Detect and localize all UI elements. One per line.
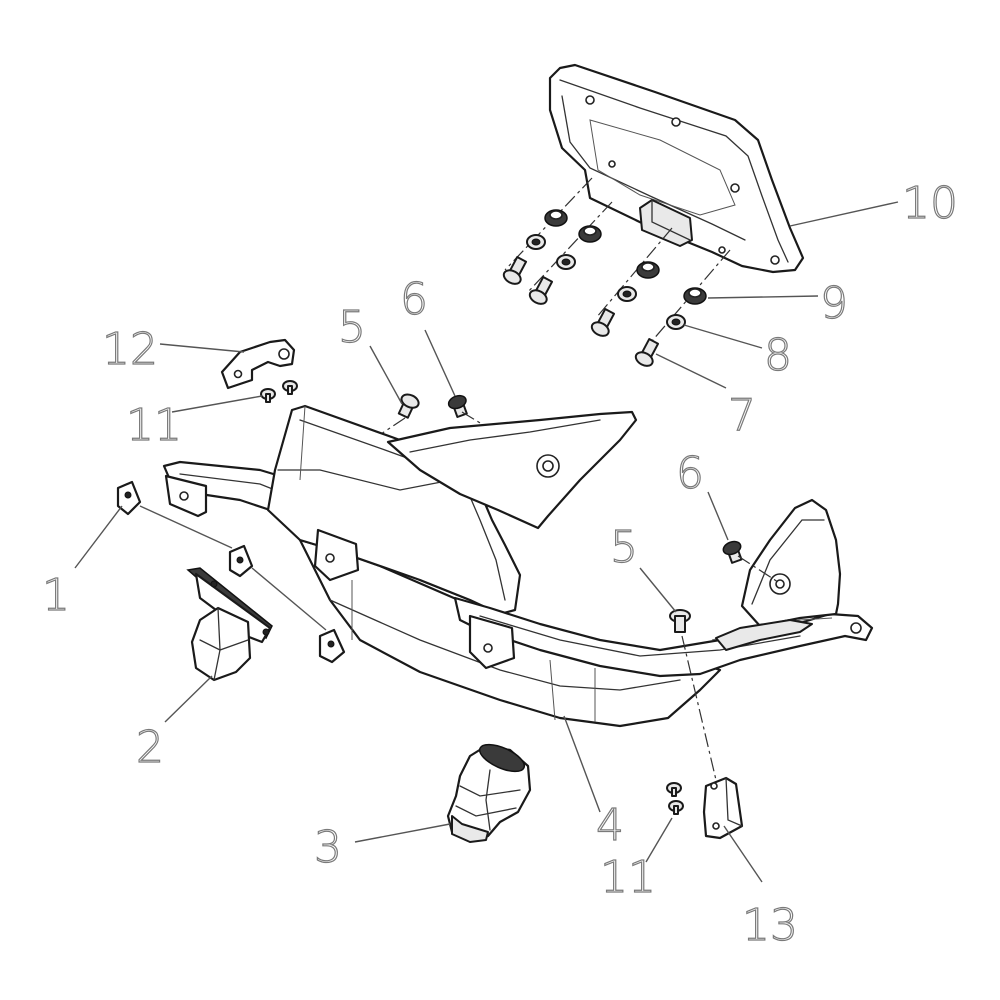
part-4-main-frame	[162, 404, 874, 728]
grommet	[683, 287, 707, 305]
callout-6-upper: 6	[400, 274, 428, 325]
grommet	[544, 209, 568, 227]
leader-lines	[74, 201, 899, 883]
part-1-clip-nuts	[116, 480, 346, 664]
part-9-grommets	[544, 209, 707, 305]
callout-8: 8	[764, 330, 792, 381]
callout-5-upper: 5	[338, 302, 366, 353]
part-12-bracket	[220, 338, 296, 390]
callout-11-lower: 11	[600, 852, 656, 903]
callout-2: 2	[136, 722, 164, 773]
grommet	[578, 225, 602, 243]
part-8-collars	[526, 234, 686, 330]
callout-labels: 10 9 8 7 12 11 5 6 1 2 3 4 6 5 11 13	[41, 177, 958, 951]
callout-1: 1	[42, 570, 70, 621]
callout-11-upper: 11	[126, 400, 182, 451]
callout-5-lower: 5	[610, 522, 638, 573]
part-5-bolt-lower	[669, 609, 691, 633]
part-10-display-panel	[548, 63, 805, 274]
part-3-socket	[446, 743, 532, 843]
part-2-switch-unit	[186, 567, 273, 682]
callout-10: 10	[902, 178, 958, 229]
callout-9: 9	[820, 278, 848, 329]
callout-6-lower: 6	[676, 448, 704, 499]
part-13-bracket	[702, 776, 744, 840]
part-11-screws-upper	[260, 380, 298, 403]
callout-3: 3	[314, 822, 342, 873]
part-6-bolt-lower	[722, 540, 743, 564]
part-6-bolt-upper	[447, 394, 468, 418]
callout-4: 4	[596, 800, 624, 851]
part-11-screws-lower	[666, 782, 684, 815]
part-7-bolts	[502, 256, 660, 367]
callout-7: 7	[728, 390, 756, 441]
callout-12: 12	[102, 324, 158, 375]
grommet	[636, 261, 660, 279]
part-5-bolt-upper	[397, 393, 420, 419]
callout-13: 13	[742, 900, 798, 951]
